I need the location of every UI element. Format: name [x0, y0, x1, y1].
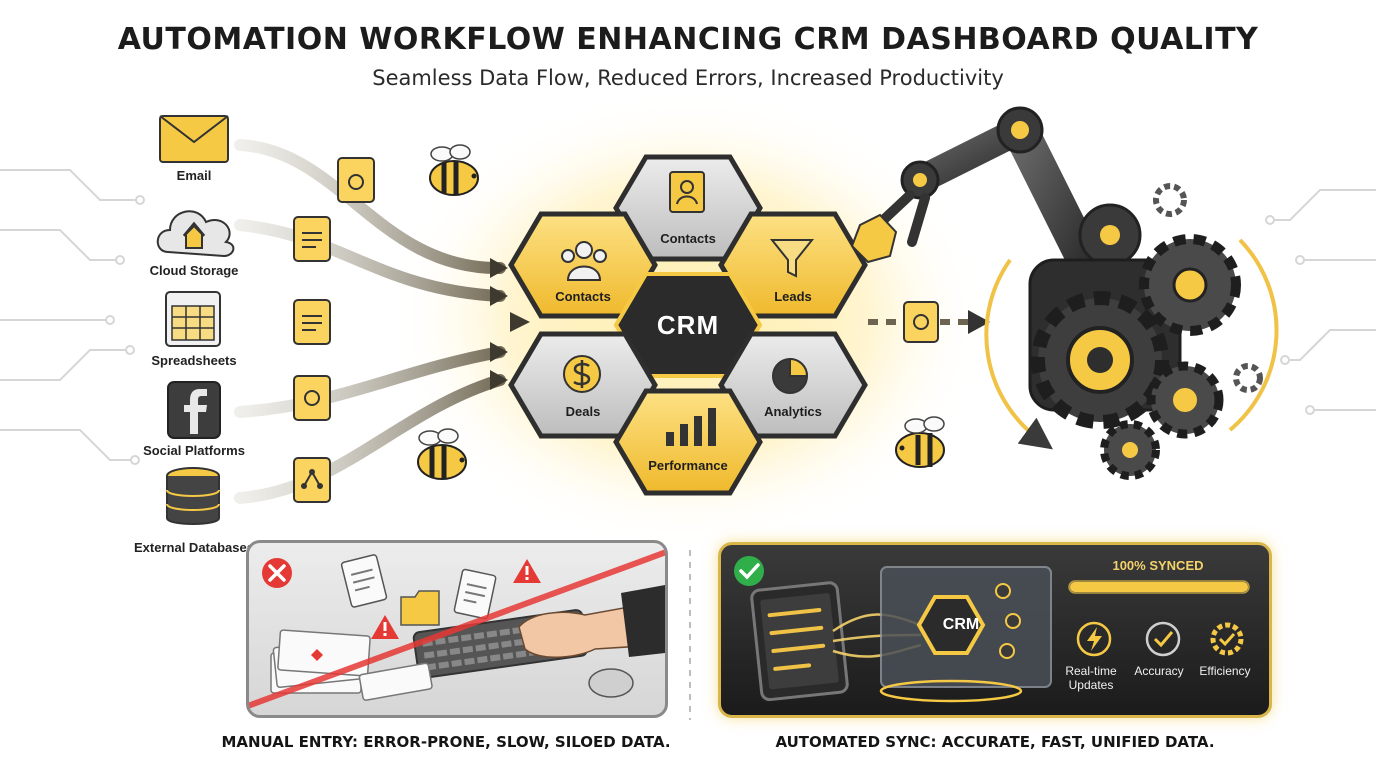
dollar-coin-icon — [563, 355, 601, 393]
panel-crm-hex — [916, 595, 986, 655]
hub-label-deals: Deals — [565, 404, 601, 419]
source-label-external-databases: External Databases — [134, 540, 254, 555]
data-streams — [234, 139, 526, 504]
robotic-arm — [850, 106, 1108, 288]
gear-machine — [984, 183, 1279, 480]
circuit-traces-right — [1265, 189, 1376, 415]
hub-label-leads: Leads — [774, 289, 812, 304]
hub-label-contacts-top: Contacts — [660, 231, 716, 246]
manual-entry-caption: MANUAL ENTRY: ERROR-PRONE, SLOW, SILOED … — [221, 733, 671, 751]
target-check-icon — [1145, 621, 1181, 657]
document-chip-text — [293, 299, 331, 345]
automated-sync-illustration — [734, 556, 1250, 703]
tablet-device — [750, 581, 849, 702]
sync-progress-bar — [1068, 580, 1250, 594]
check-icon — [734, 556, 764, 586]
manual-entry-illustration — [249, 549, 665, 709]
warning-icon — [371, 559, 541, 639]
folder-icon — [400, 590, 440, 626]
people-icon — [561, 241, 607, 281]
metric-label-efficiency: Efficiency — [1199, 664, 1251, 678]
stream-arrowheads — [490, 258, 530, 390]
output-stream — [868, 301, 990, 343]
document-chip-text — [293, 216, 331, 262]
strike-through-line — [249, 549, 665, 709]
hub-label-analytics: Analytics — [764, 404, 822, 419]
page-subtitle: Seamless Data Flow, Reduced Errors, Incr… — [372, 66, 1004, 90]
typing-hand — [518, 585, 665, 658]
envelope-icon — [159, 115, 229, 163]
metric-label-real-time-updates: Real-time Updates — [1065, 664, 1117, 692]
address-book-icon — [669, 171, 705, 213]
source-label-spreadsheets: Spreadsheets — [151, 353, 237, 368]
gear-check-icon — [1210, 622, 1244, 656]
cloud-upload-icon — [156, 210, 235, 258]
orbit-nodes — [995, 583, 1021, 659]
bar-chart-icon — [666, 408, 716, 446]
sync-status-label: 100% SYNCED — [1112, 558, 1204, 573]
document-chip-network — [293, 457, 331, 503]
hub-label-performance: Performance — [648, 458, 728, 473]
loose-papers — [358, 662, 433, 701]
flying-document — [453, 568, 497, 620]
glow-base — [879, 679, 1023, 703]
mouse — [588, 668, 634, 698]
document-chip-gear — [293, 375, 331, 421]
hub-center-label: CRM — [656, 310, 720, 340]
bee-icon — [895, 416, 945, 468]
facebook-icon — [167, 381, 221, 439]
pie-chart-icon — [772, 357, 809, 394]
automated-sync-panel — [718, 542, 1272, 718]
panel-crm-label: CRM — [942, 616, 980, 633]
source-label-cloud-storage: Cloud Storage — [149, 263, 239, 278]
source-label-email: Email — [176, 168, 212, 183]
spreadsheet-icon — [165, 291, 221, 347]
crm-hub — [508, 154, 868, 496]
bee-icon — [429, 144, 479, 196]
automated-sync-caption: AUTOMATED SYNC: ACCURATE, FAST, UNIFIED … — [775, 733, 1215, 751]
bee-icon — [417, 428, 467, 480]
funnel-icon — [769, 239, 815, 278]
page-title: AUTOMATION WORKFLOW ENHANCING CRM DASHBO… — [117, 22, 1259, 57]
document-chip-gear — [337, 157, 375, 203]
database-icon — [166, 467, 220, 525]
hub-label-contacts-left: Contacts — [555, 289, 611, 304]
source-label-social-platforms: Social Platforms — [143, 443, 245, 458]
circuit-traces-left — [0, 169, 145, 465]
lightning-icon — [1076, 621, 1112, 657]
flying-document — [340, 554, 388, 608]
metric-label-accuracy: Accuracy — [1134, 664, 1184, 678]
paper-stack — [270, 629, 371, 694]
manual-entry-panel — [246, 540, 668, 718]
